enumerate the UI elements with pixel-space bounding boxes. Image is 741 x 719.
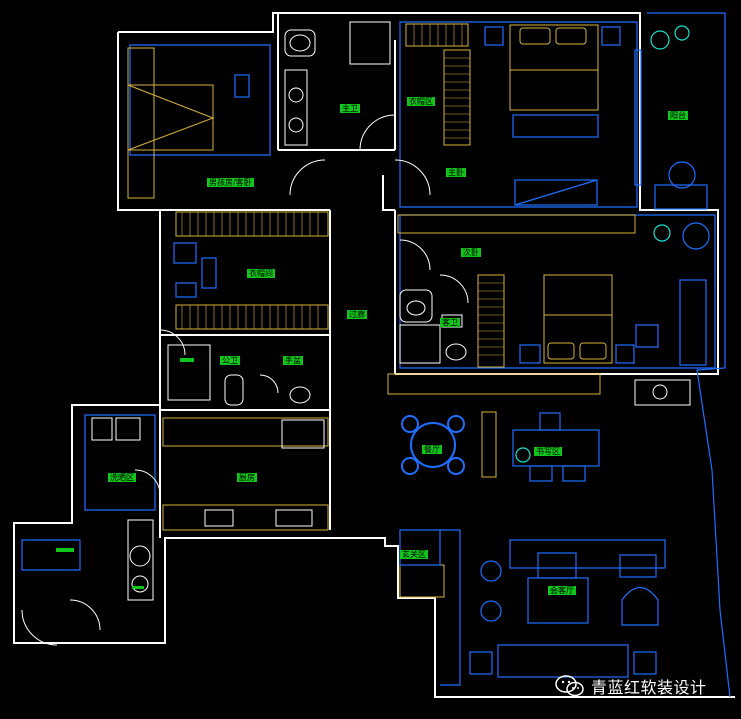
label-dining: 餐厅 bbox=[422, 445, 442, 454]
label-bedroom2: 次卧 bbox=[461, 248, 481, 257]
watermark-text: 青蓝红软装设计 bbox=[591, 678, 707, 697]
furniture bbox=[173, 26, 710, 678]
label-master-bed: 主卧 bbox=[446, 168, 466, 177]
label-hand-wash: 手盆 bbox=[283, 356, 303, 365]
label-study: 书写区 bbox=[534, 447, 562, 456]
watermark: 青蓝红软装设计 bbox=[555, 674, 707, 698]
label-entry: 玄关区 bbox=[400, 550, 428, 559]
fixtures bbox=[91, 21, 691, 601]
label-cloak-area: 衣帽区 bbox=[407, 97, 435, 106]
label-laundry: 洗晒区 bbox=[108, 473, 136, 482]
cabinets bbox=[127, 23, 636, 598]
doors bbox=[21, 114, 469, 646]
beds bbox=[127, 24, 613, 364]
label-powder: 公卫 bbox=[220, 356, 240, 365]
label-walk-in-closet: 衣帽间 bbox=[247, 269, 275, 278]
green-marks bbox=[56, 358, 194, 589]
label-bath2: 客卫 bbox=[440, 318, 460, 327]
outer-boundary bbox=[21, 12, 731, 698]
label-kids-room: 男孩房/客卧 bbox=[207, 178, 254, 187]
label-kitchen: 厨房 bbox=[237, 473, 257, 482]
label-corridor: 过廊 bbox=[347, 310, 367, 319]
wechat-icon bbox=[555, 675, 584, 697]
label-bath-master: 主卫 bbox=[340, 104, 360, 113]
cabinet-hatch bbox=[181, 24, 504, 356]
dining-set bbox=[401, 415, 465, 475]
label-balcony: 阳台 bbox=[668, 111, 688, 120]
plants bbox=[515, 25, 690, 463]
label-living: 会客厅 bbox=[548, 586, 576, 595]
walls bbox=[13, 12, 735, 698]
